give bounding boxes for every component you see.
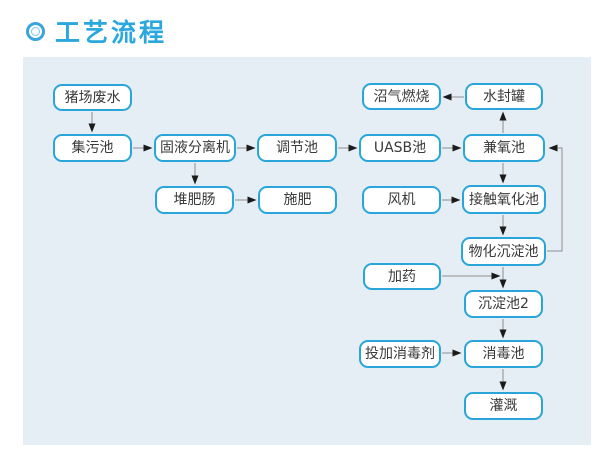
- flow-node-biogas-burning: 沼气燃烧: [362, 83, 441, 110]
- flow-node-disinfection-pool: 消毒池: [464, 340, 543, 368]
- flow-node-regulation-pool: 调节池: [257, 134, 337, 162]
- flow-node-composting: 堆肥肠: [155, 186, 234, 214]
- flow-node-irrigation: 灌溉: [464, 392, 543, 420]
- flow-node-facultative-pool: 兼氧池: [463, 134, 545, 162]
- flow-node-pig-farm-wastewater: 猪场废水: [53, 84, 132, 111]
- page-title: 工艺流程: [55, 18, 168, 47]
- flow-node-dosing: 加药: [363, 263, 441, 290]
- flow-node-add-disinfectant: 投加消毒剂: [359, 340, 441, 368]
- flow-node-uasb-pool: UASB池: [359, 134, 441, 162]
- flow-node-fertilizing: 施肥: [258, 186, 337, 214]
- flow-node-fan: 风机: [362, 186, 441, 214]
- flow-node-water-seal-tank: 水封罐: [465, 83, 543, 110]
- page-title-row: 工艺流程: [26, 13, 167, 49]
- flow-node-sedimentation-pool-2: 沉淀池2: [464, 290, 543, 318]
- double-circle-bullet-icon: [26, 21, 45, 41]
- flow-node-contact-oxidation-pool: 接触氧化池: [462, 185, 546, 214]
- flow-node-collection-pool: 集污池: [53, 134, 132, 162]
- flow-node-physicochemical-sedimentation: 物化沉淀池: [461, 237, 546, 266]
- edge-physicochemical-sedimentation-to-facultative-pool: [547, 144, 563, 252]
- flow-node-solid-liquid-separator: 固液分离机: [154, 134, 236, 162]
